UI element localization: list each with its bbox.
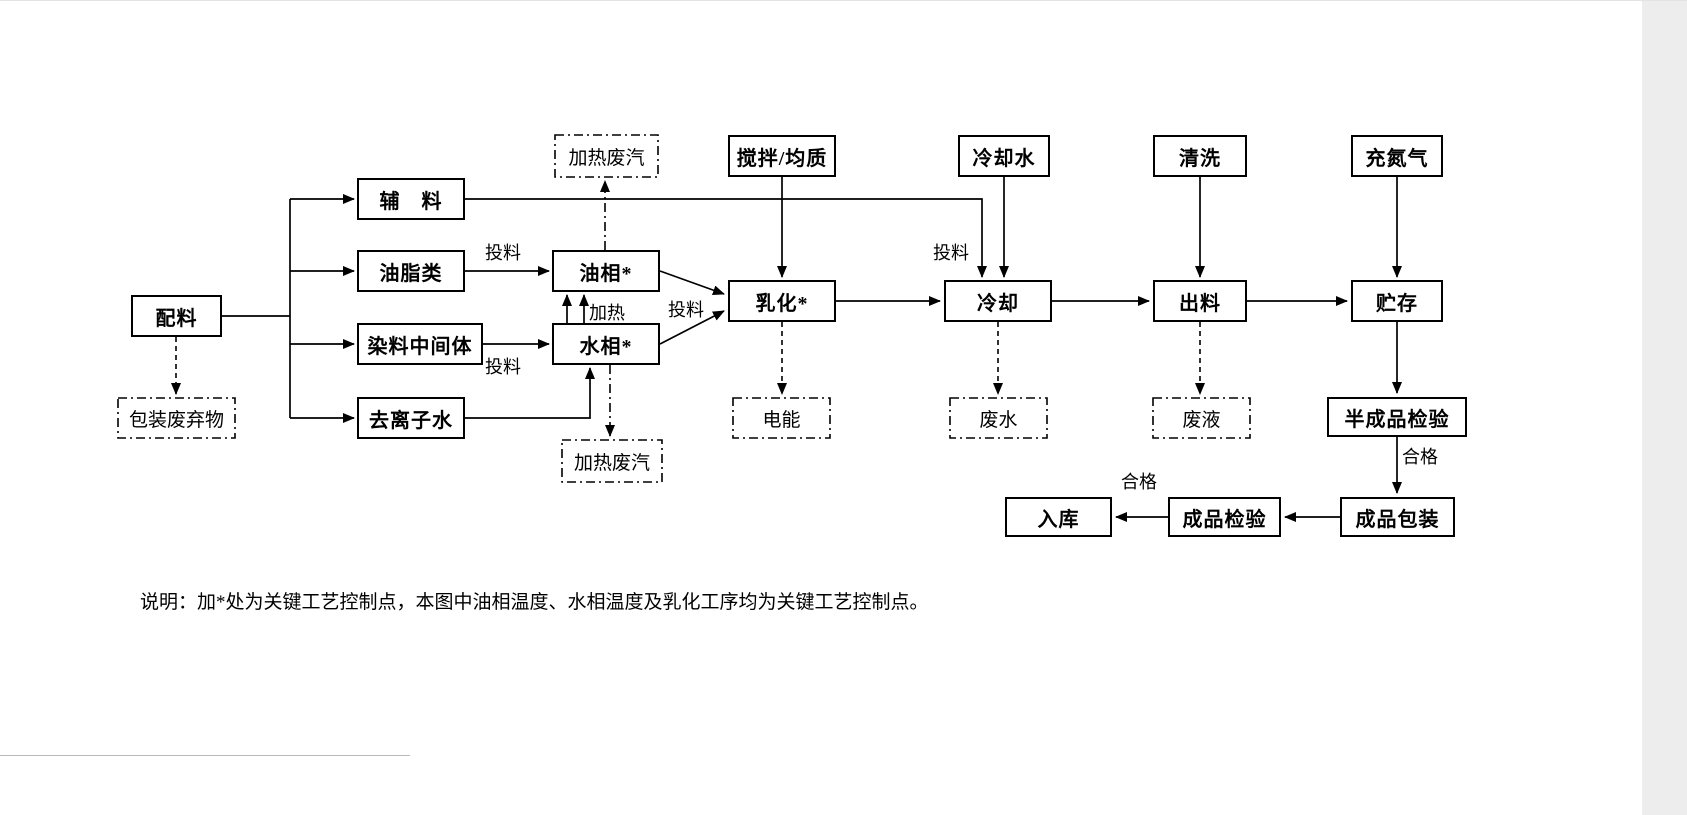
flow-box-auxiliary: 辅 料	[357, 178, 465, 220]
outline-packaging-waste	[117, 397, 236, 439]
waste-box-heating-steam-top: 加热废汽	[568, 147, 645, 169]
edge-label-feed-auxiliary: 投料	[933, 243, 969, 263]
flow-box-emulsify: 乳化*	[728, 280, 836, 322]
edge-label-heating: 加热	[589, 303, 625, 323]
flow-box-oils: 油脂类	[357, 250, 465, 292]
edge-label-qualified-final: 合格	[1121, 472, 1157, 492]
page-top-edge	[0, 0, 1687, 1]
outline-electric-energy	[732, 397, 831, 439]
edge-label-qualified-semi: 合格	[1402, 447, 1438, 467]
edge-batching-trunk	[222, 199, 291, 418]
edge-oilphase-to-emulsify	[659, 270, 725, 295]
waste-box-wastewater: 废水	[979, 409, 1018, 431]
edge-deionized-to-waterphase	[465, 367, 595, 419]
flow-box-stir-homogenize: 搅拌/均质	[728, 135, 836, 177]
flow-box-storage: 贮存	[1351, 280, 1443, 322]
flow-box-cooling: 冷却	[944, 280, 1052, 322]
flow-box-warehouse: 入库	[1005, 497, 1112, 537]
waste-box-packaging-waste: 包装废弃物	[128, 409, 224, 431]
waste-box-waste-liquid: 废液	[1182, 409, 1221, 431]
flow-box-discharge: 出料	[1153, 280, 1247, 322]
waste-box-electric-energy: 电能	[762, 409, 801, 431]
waste-box-heating-steam-bottom: 加热废汽	[573, 452, 650, 474]
edge-label-feed-oil: 投料	[485, 243, 521, 263]
flow-box-semi-product-inspection: 半成品检验	[1327, 397, 1467, 437]
flow-box-batching: 配料	[131, 295, 222, 337]
flow-box-product-packaging: 成品包装	[1340, 497, 1455, 537]
outline-heating-steam-bottom	[561, 439, 663, 483]
flow-box-product-inspection: 成品检验	[1168, 497, 1281, 537]
outline-wastewater	[949, 397, 1048, 439]
outline-heating-steam-top	[554, 134, 659, 178]
flow-box-nitrogen-fill: 充氮气	[1351, 135, 1443, 177]
diagram-note: 说明：加*处为关键工艺控制点，本图中油相温度、水相温度及乳化工序均为关键工艺控制…	[140, 592, 929, 613]
edge-waterphase-to-emulsify	[659, 310, 725, 345]
edge-label-feed-dye: 投料	[485, 357, 521, 377]
edge-auxiliary-to-cooling	[465, 198, 987, 278]
edge-label-feed-emulsify: 投料	[668, 300, 704, 320]
flow-box-oil-phase: 油相*	[552, 250, 660, 292]
outline-waste-liquid	[1152, 397, 1251, 439]
flow-box-water-phase: 水相*	[552, 323, 660, 365]
flow-box-cooling-water: 冷却水	[958, 135, 1050, 177]
flow-box-dye-intermediate: 染料中间体	[357, 323, 483, 365]
bottom-rule-line	[0, 755, 410, 756]
page-right-edge	[1642, 0, 1687, 815]
flow-box-cleaning: 清洗	[1153, 135, 1247, 177]
flow-box-deionized-water: 去离子水	[357, 397, 465, 439]
